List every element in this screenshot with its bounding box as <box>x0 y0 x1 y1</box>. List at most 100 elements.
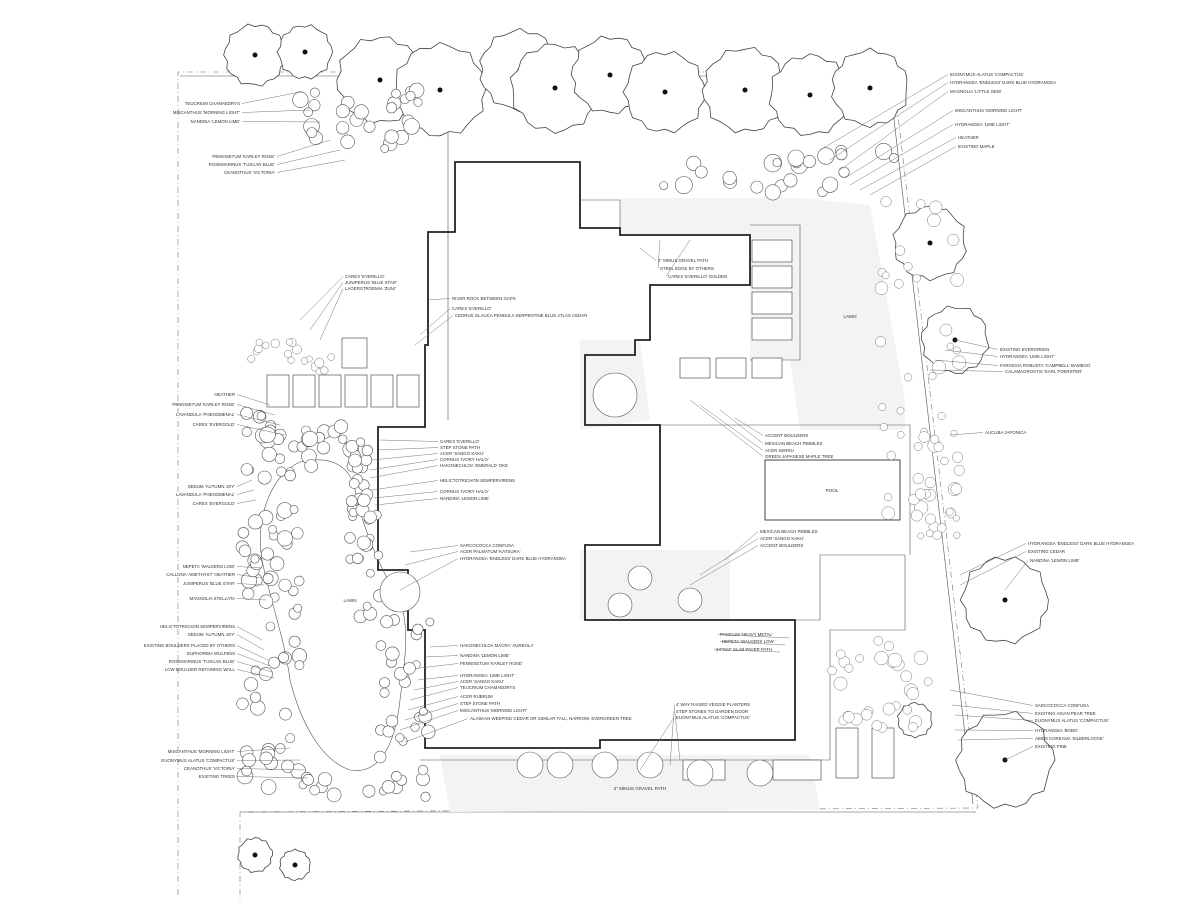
gravel-path-label: 2" MINUS GRAVEL PATH <box>614 786 667 791</box>
leader-line <box>404 551 459 566</box>
plant-label-text: ALASKAN WEEPING CEDAR OR SIMILAR TALL, N… <box>470 716 632 721</box>
plant-label: TEUCRIUM CHAMAEDRYS <box>185 91 301 106</box>
plant-label-text: EUONYMUS ALATUS 'COMPACTUS' <box>1035 718 1109 723</box>
shrub <box>250 554 260 564</box>
plant-label: HAKONECHLOA MACRA 'AUREOLA' <box>429 643 534 648</box>
leader-line <box>665 239 691 277</box>
feature-tree <box>627 565 653 591</box>
plant-label-text: SEDUM 'AUTUMN JOY' <box>188 632 235 637</box>
shrub <box>636 751 664 779</box>
plant-label-text: RIVER ROCK BETWEEN GAPS <box>452 296 516 301</box>
shrub <box>750 180 764 194</box>
leader-line <box>414 315 454 346</box>
tree-canopies <box>223 23 1056 882</box>
shrub <box>894 279 904 289</box>
plant-label-text: MISCANTHUS 'MORNING LIGHT' <box>955 108 1022 113</box>
shrub <box>238 544 252 557</box>
plant-label: PANICUM 'HEAVY METAL' <box>717 632 791 639</box>
plant-label: AUCUBA JAPONICA <box>949 430 1026 436</box>
plant-label-text: ROSEMARINUS 'TUSCAN BLUE' <box>169 659 235 664</box>
shrub <box>835 148 848 161</box>
plant-label: STEEL EDGE BY OTHERS <box>657 239 714 271</box>
plant-label: ALASKAN WEEPING CEDAR OR SIMILAR TALL, N… <box>404 716 632 743</box>
shrub <box>348 453 362 468</box>
shrub <box>945 507 954 516</box>
plant-label: MEXICAN BEACH PEBBLES <box>719 409 823 446</box>
shrub <box>242 587 255 600</box>
shrub <box>874 281 889 295</box>
tree-trunk <box>292 862 298 868</box>
shrub <box>345 439 359 453</box>
plant-label: JUNIPERUS 'BLUE STAR' <box>309 280 397 331</box>
tree-trunk <box>552 85 558 91</box>
shrub <box>309 784 320 796</box>
shrub <box>951 451 964 463</box>
shrub <box>381 780 396 794</box>
shrub <box>373 550 384 560</box>
plant-label: MAGNOLIA 'LITTLE GEM' <box>839 89 1002 171</box>
leader-line <box>371 480 439 491</box>
plant-label-text: ACCENT BOULDERS <box>760 543 803 548</box>
shrub <box>382 725 395 738</box>
leader-line <box>673 704 681 761</box>
shrub <box>844 663 854 673</box>
leader-line <box>236 394 271 406</box>
plant-label-text: CAREX 'EVERGOLD' <box>193 422 236 427</box>
shrub <box>420 791 431 802</box>
plant-label: ROSEMARINUS 'TUSCAN BLUE' <box>169 659 273 673</box>
shrub <box>257 470 272 485</box>
plant-label: ACER 'SANGO KAKU' <box>413 679 504 691</box>
leader-line <box>236 566 263 569</box>
leader-line <box>319 288 344 341</box>
shrub <box>914 488 927 500</box>
shrub <box>913 442 923 451</box>
plant-label: LAGERSTROEMIA 'ZUNI' <box>319 286 396 341</box>
plant-label: ACER PALMATUM 'KATSURA' <box>404 549 521 566</box>
shrub <box>374 750 387 764</box>
leader-line <box>419 663 459 669</box>
plant-label: ACER 'SANGO KAKU' <box>371 451 484 461</box>
leader-line <box>236 661 273 673</box>
plant-label: EUONYMUS ALATUS 'COMPACTUS' <box>639 715 750 771</box>
shrub <box>924 513 936 525</box>
leader-line <box>276 159 346 173</box>
plant-label-text: PENNISETUM 'KARLEY ROSE' <box>212 154 275 159</box>
plant-label: HYDRANGEA 'LIME LIGHT' <box>849 122 1010 186</box>
plant-label: EUPHORBIA WULFENII <box>187 651 271 667</box>
leader-line <box>689 545 759 586</box>
plant-label-text: ACER 'SANGO KAKU' <box>760 536 804 541</box>
plant-label: PENNISETUM 'KARLEY ROSE' <box>419 661 523 669</box>
shrub <box>288 635 301 648</box>
shrub <box>281 759 295 773</box>
plant-label-text: SARCOCOCCA CONFUSA <box>460 543 514 548</box>
plant-label: CAREX 'EVERILLO' <box>379 439 480 444</box>
plant-label: NANDINA 'LEMON LIME' <box>374 496 490 506</box>
shrub <box>802 155 816 169</box>
shrub <box>276 530 293 547</box>
plant-label: SEDUM 'AUTUMN JOY' <box>188 632 265 651</box>
shrub <box>421 724 436 739</box>
leader-line <box>934 359 999 366</box>
shrub <box>348 478 360 489</box>
shrub <box>836 649 846 659</box>
plant-label: MISCANTHUS 'MORNING LIGHT' <box>168 747 291 754</box>
leader-line <box>371 453 439 461</box>
leader-line <box>734 417 764 436</box>
shrub <box>304 459 319 473</box>
leader-line <box>829 82 949 161</box>
shrub <box>591 751 619 779</box>
shrub <box>345 495 358 507</box>
shrub <box>260 779 277 795</box>
shrub <box>546 751 574 779</box>
plant-label: CAREX 'EVERGOLD' <box>193 499 257 506</box>
shrub <box>285 338 293 346</box>
plant-label: MAGNOLIA STELLATA <box>190 596 267 601</box>
plant-label: HAKONECHLOA 'EMERALD' OKE <box>369 463 508 479</box>
leader-line <box>404 718 469 743</box>
plant-label-text: HEATHER <box>958 135 979 140</box>
shrub <box>254 344 263 354</box>
shrub <box>260 547 274 561</box>
plant-label: SARCOCOCCA CONFUSA <box>409 543 514 553</box>
plant-label-text: PENNISETUM 'KARLEY ROSE' <box>460 661 523 666</box>
shrub <box>265 621 276 632</box>
